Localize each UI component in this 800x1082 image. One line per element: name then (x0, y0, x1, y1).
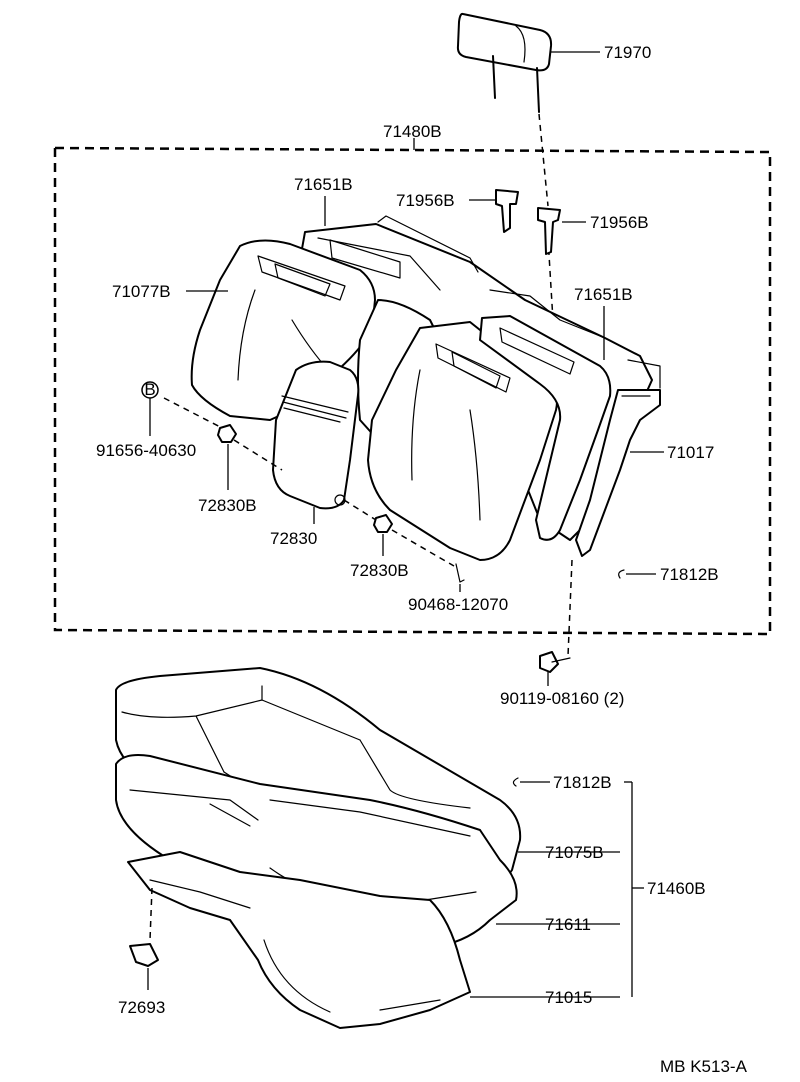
headrest-support-left (495, 189, 519, 233)
pin (455, 563, 465, 583)
label-bolt-bottom: 90119-08160 (2) (500, 689, 624, 708)
label-cushion-frame: 71015 (545, 988, 592, 1007)
label-cushion-cover: 71075B (545, 843, 604, 862)
seat-cushion-frame (127, 851, 471, 1029)
label-support-left: 71956B (396, 191, 455, 210)
hog-ring-lower (512, 777, 519, 787)
cushion-assembly-bracket (624, 781, 644, 997)
label-back-cover-left: 71651B (294, 175, 353, 194)
seat-back-frame (575, 359, 661, 557)
label-bolt-left: 91656-40630 (96, 441, 196, 460)
label-back-pad-left: 71077B (112, 282, 171, 301)
label-cushion-assy: 71460B (647, 879, 706, 898)
drawing-code: MB K513-A (660, 1057, 748, 1076)
nut-right (373, 514, 393, 533)
seat-back-cover-right (479, 315, 612, 541)
seat-back-assembly-box (53, 138, 772, 636)
hook (129, 943, 159, 967)
label-nut-left: 72830B (198, 496, 257, 515)
label-back-assy: 71480B (383, 122, 442, 141)
headrest-support-right (537, 207, 561, 255)
label-back-cover-right: 71651B (574, 285, 633, 304)
label-back-frame: 71017 (667, 443, 714, 462)
headrest (456, 12, 553, 113)
label-nut-right: 72830B (350, 561, 409, 580)
clip-b-symbol: B (141, 380, 159, 399)
label-support-right: 71956B (590, 213, 649, 232)
label-cushion-pad: 71611 (545, 915, 591, 934)
armrest (272, 360, 360, 510)
label-hook: 72693 (118, 998, 165, 1017)
nut-left (217, 424, 237, 443)
label-armrest: 72830 (270, 529, 317, 548)
svg-text:B: B (144, 380, 155, 399)
label-pin: 90468-12070 (408, 595, 508, 614)
hog-ring-upper (618, 569, 625, 579)
label-hog-ring-lower: 71812B (553, 773, 612, 792)
bolt-bottom (539, 651, 571, 673)
label-headrest: 71970 (604, 43, 651, 62)
label-hog-ring-upper: 71812B (660, 565, 719, 584)
